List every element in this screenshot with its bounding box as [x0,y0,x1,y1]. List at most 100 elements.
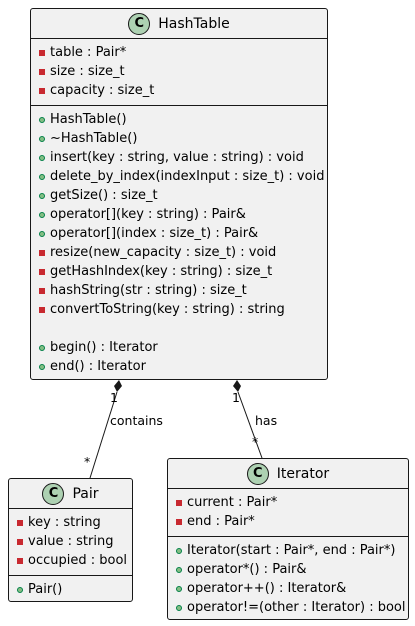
class-member: operator[](index : size_t) : Pair& [31,224,327,243]
public-visibility-icon [176,604,182,611]
member-text: insert(key : string, value : string) : v… [50,150,304,165]
member-text: value : string [28,534,114,549]
class-member: convertToString(key : string) : string [31,300,327,319]
visibility-marker [17,538,28,545]
class-name: Pair [72,485,99,502]
member-text: operator[](index : size_t) : Pair& [50,226,259,241]
visibility-marker [39,344,50,351]
contains-target-multiplicity: * [84,454,91,469]
class-c-icon: C [128,12,151,35]
visibility-marker [176,547,187,554]
visibility-marker [176,585,187,592]
contains-label: contains [110,413,163,428]
attributes-section: table : Pair* size : size_t capacity : siz… [31,39,327,105]
private-visibility-icon [17,557,23,564]
has-diamond-icon [233,380,241,392]
member-text: ~HashTable() [50,131,138,146]
class-member: HashTable() [31,110,327,129]
class-c-icon: C [246,462,269,485]
class-member: Pair() [9,580,132,599]
public-visibility-icon [39,116,45,123]
class-member: delete_by_index(indexInput : size_t) : v… [31,167,327,186]
member-text: getSize() : size_t [50,188,158,203]
public-visibility-icon [39,173,45,180]
member-text: operator*() : Pair& [187,562,307,577]
private-visibility-icon [17,538,23,545]
class-member: end : Pair* [168,512,408,531]
visibility-marker [39,268,50,275]
class-member: operator!=(other : Iterator) : bool [168,598,408,617]
methods-section: HashTable() ~HashTable() insert(key : stri… [31,105,327,381]
class-member: Iterator(start : Pair*, end : Pair*) [168,541,408,560]
member-text: key : string [28,515,101,530]
has-line [237,391,263,459]
has-source-multiplicity: 1 [232,390,240,405]
class-member: size : size_t [31,62,327,81]
member-text: end : Pair* [187,514,255,529]
class-member: begin() : Iterator [31,338,327,357]
public-visibility-icon [176,547,182,554]
class-member: hashString(str : string) : size_t [31,281,327,300]
member-text: Pair() [28,582,63,597]
visibility-marker [17,519,28,526]
class-pair[interactable]: C Pair key : string value : string occupie… [8,478,133,602]
private-visibility-icon [176,499,182,506]
private-visibility-icon [39,287,45,294]
visibility-marker [176,566,187,573]
class-member: operator*() : Pair& [168,560,408,579]
public-visibility-icon [39,344,45,351]
visibility-marker [39,173,50,180]
public-visibility-icon [39,363,45,370]
public-visibility-icon [39,192,45,199]
class-name: HashTable [158,15,230,32]
member-text: getHashIndex(key : string) : size_t [50,264,273,279]
member-text: begin() : Iterator [50,340,158,355]
class-member: getSize() : size_t [31,186,327,205]
public-visibility-icon [39,211,45,218]
class-member: table : Pair* [31,43,327,62]
public-visibility-icon [176,585,182,592]
class-member: value : string [9,532,132,551]
member-text: convertToString(key : string) : string [50,302,285,317]
visibility-marker [39,249,50,256]
contains-line [89,391,118,479]
class-c-icon: C [42,482,65,505]
class-header: C Iterator [168,459,408,489]
visibility-marker [39,49,50,56]
public-visibility-icon [39,230,45,237]
public-visibility-icon [17,586,23,593]
has-label: has [255,413,278,428]
member-text: occupied : bool [28,553,128,568]
public-visibility-icon [39,135,45,142]
class-member: insert(key : string, value : string) : v… [31,148,327,167]
member-text: resize(new_capacity : size_t) : void [50,245,277,260]
attributes-section: key : string value : string occupied : boo… [9,509,132,575]
visibility-marker [17,557,28,564]
class-member: end() : Iterator [31,357,327,376]
class-member: ~HashTable() [31,129,327,148]
methods-section: Iterator(start : Pair*, end : Pair*) oper… [168,536,408,622]
class-member: key : string [9,513,132,532]
member-text: operator++() : Iterator& [187,581,347,596]
visibility-marker [39,287,50,294]
member-text: capacity : size_t [50,83,155,98]
contains-source-multiplicity: 1 [110,390,118,405]
visibility-marker [39,230,50,237]
visibility-marker [39,116,50,123]
methods-section: Pair() [9,575,132,604]
visibility-marker [176,604,187,611]
private-visibility-icon [39,68,45,75]
visibility-marker [39,363,50,370]
class-member: current : Pair* [168,493,408,512]
visibility-marker [39,87,50,94]
visibility-marker [39,154,50,161]
member-text: HashTable() [50,112,127,127]
member-text: size : size_t [50,64,125,79]
class-member: getHashIndex(key : string) : size_t [31,262,327,281]
member-text: operator!=(other : Iterator) : bool [187,600,406,615]
member-text: table : Pair* [50,45,127,60]
contains-diamond-icon [114,380,122,392]
class-iterator[interactable]: C Iterator current : Pair* end : Pair* It… [167,458,409,620]
